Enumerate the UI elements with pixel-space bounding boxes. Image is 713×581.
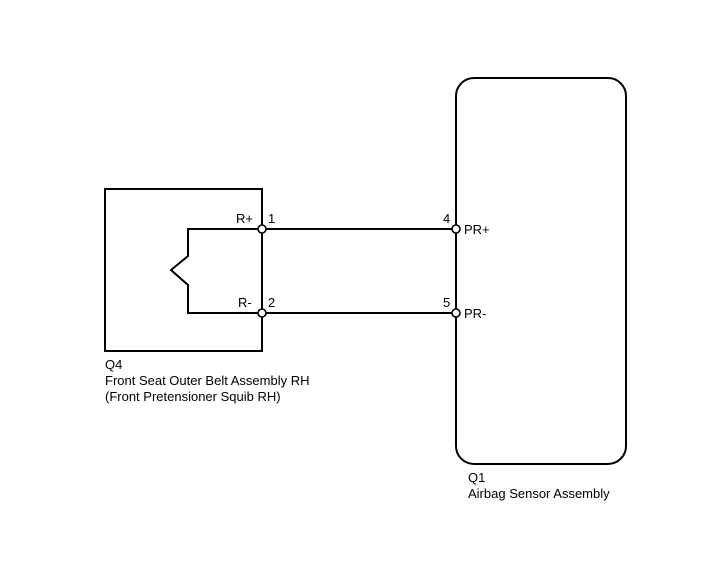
- squib-resistor-symbol: [169, 228, 262, 314]
- q1-pin-4: 4: [443, 211, 450, 226]
- q1-signal-pr-plus: PR+: [464, 222, 490, 237]
- q1-pin-5: 5: [443, 295, 450, 310]
- q4-code: Q4: [105, 357, 123, 372]
- q4-signal-r-plus: R+: [236, 211, 253, 226]
- q4-pin-2: 2: [268, 295, 275, 310]
- q1-code: Q1: [468, 470, 486, 485]
- q1-name: Airbag Sensor Assembly: [468, 486, 610, 501]
- terminal-q4-pin2: [257, 308, 267, 318]
- front-seat-belt-assembly-box: [104, 188, 263, 352]
- q4-name: Front Seat Outer Belt Assembly RH: [105, 373, 310, 388]
- q4-pin-1: 1: [268, 211, 275, 226]
- q4-caption: Q4 Front Seat Outer Belt Assembly RH (Fr…: [105, 357, 309, 405]
- terminal-q4-pin1: [257, 224, 267, 234]
- terminal-q1-pin4: [451, 224, 461, 234]
- airbag-sensor-assembly-box: [455, 77, 627, 465]
- terminal-q1-pin5: [451, 308, 461, 318]
- q1-caption: Q1 Airbag Sensor Assembly: [468, 470, 610, 502]
- q4-subname: (Front Pretensioner Squib RH): [105, 389, 281, 404]
- q1-signal-pr-minus: PR-: [464, 306, 486, 321]
- q4-signal-r-minus: R-: [238, 295, 252, 310]
